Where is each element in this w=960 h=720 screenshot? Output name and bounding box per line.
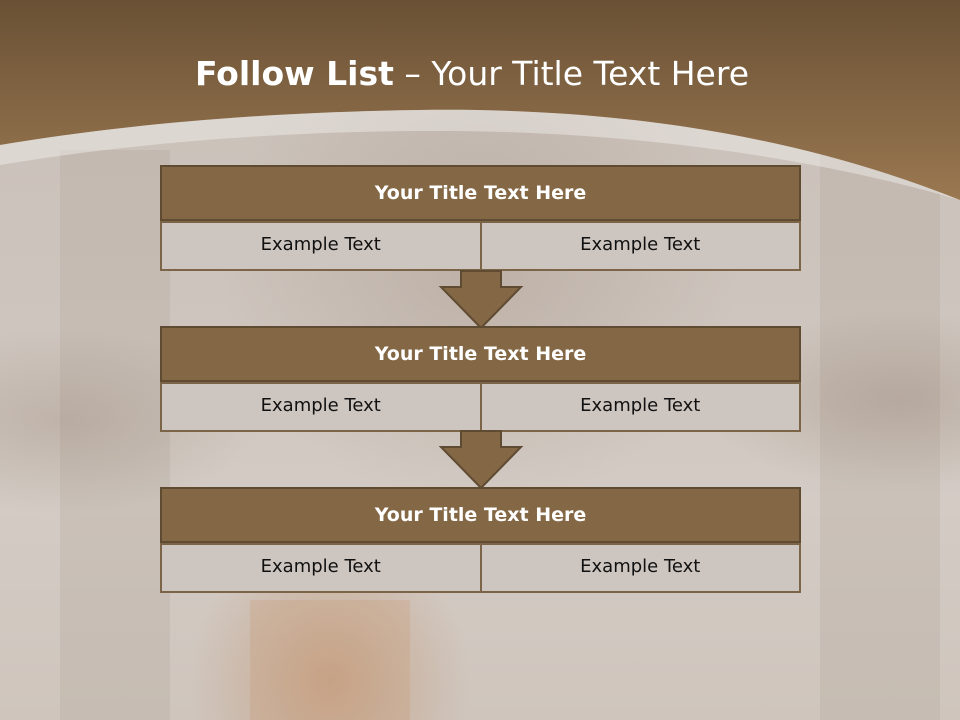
header-band (0, 0, 960, 200)
background-pillar (820, 150, 940, 720)
background-pillar (250, 600, 410, 720)
block-title: Your Title Text Here (160, 487, 801, 543)
block-row: Example Text Example Text (160, 382, 801, 432)
title-bold-part: Follow List (194, 54, 394, 93)
down-arrow-icon (438, 270, 524, 330)
down-arrow-icon (438, 430, 524, 490)
block-cell-left: Example Text (160, 543, 481, 593)
list-block: Your Title Text Here Example Text Exampl… (160, 326, 801, 432)
list-block: Your Title Text Here Example Text Exampl… (160, 487, 801, 593)
slide-title: Follow List – Your Title Text Here (0, 52, 944, 96)
list-block: Your Title Text Here Example Text Exampl… (160, 165, 801, 271)
block-cell-right: Example Text (480, 382, 801, 432)
block-cell-left: Example Text (160, 221, 481, 271)
block-row: Example Text Example Text (160, 221, 801, 271)
block-cell-right: Example Text (480, 221, 801, 271)
block-row: Example Text Example Text (160, 543, 801, 593)
block-cell-left: Example Text (160, 382, 481, 432)
block-cell-right: Example Text (480, 543, 801, 593)
block-title: Your Title Text Here (160, 326, 801, 382)
block-title: Your Title Text Here (160, 165, 801, 221)
background-pillar (60, 150, 170, 720)
title-rest-part: – Your Title Text Here (404, 54, 750, 93)
